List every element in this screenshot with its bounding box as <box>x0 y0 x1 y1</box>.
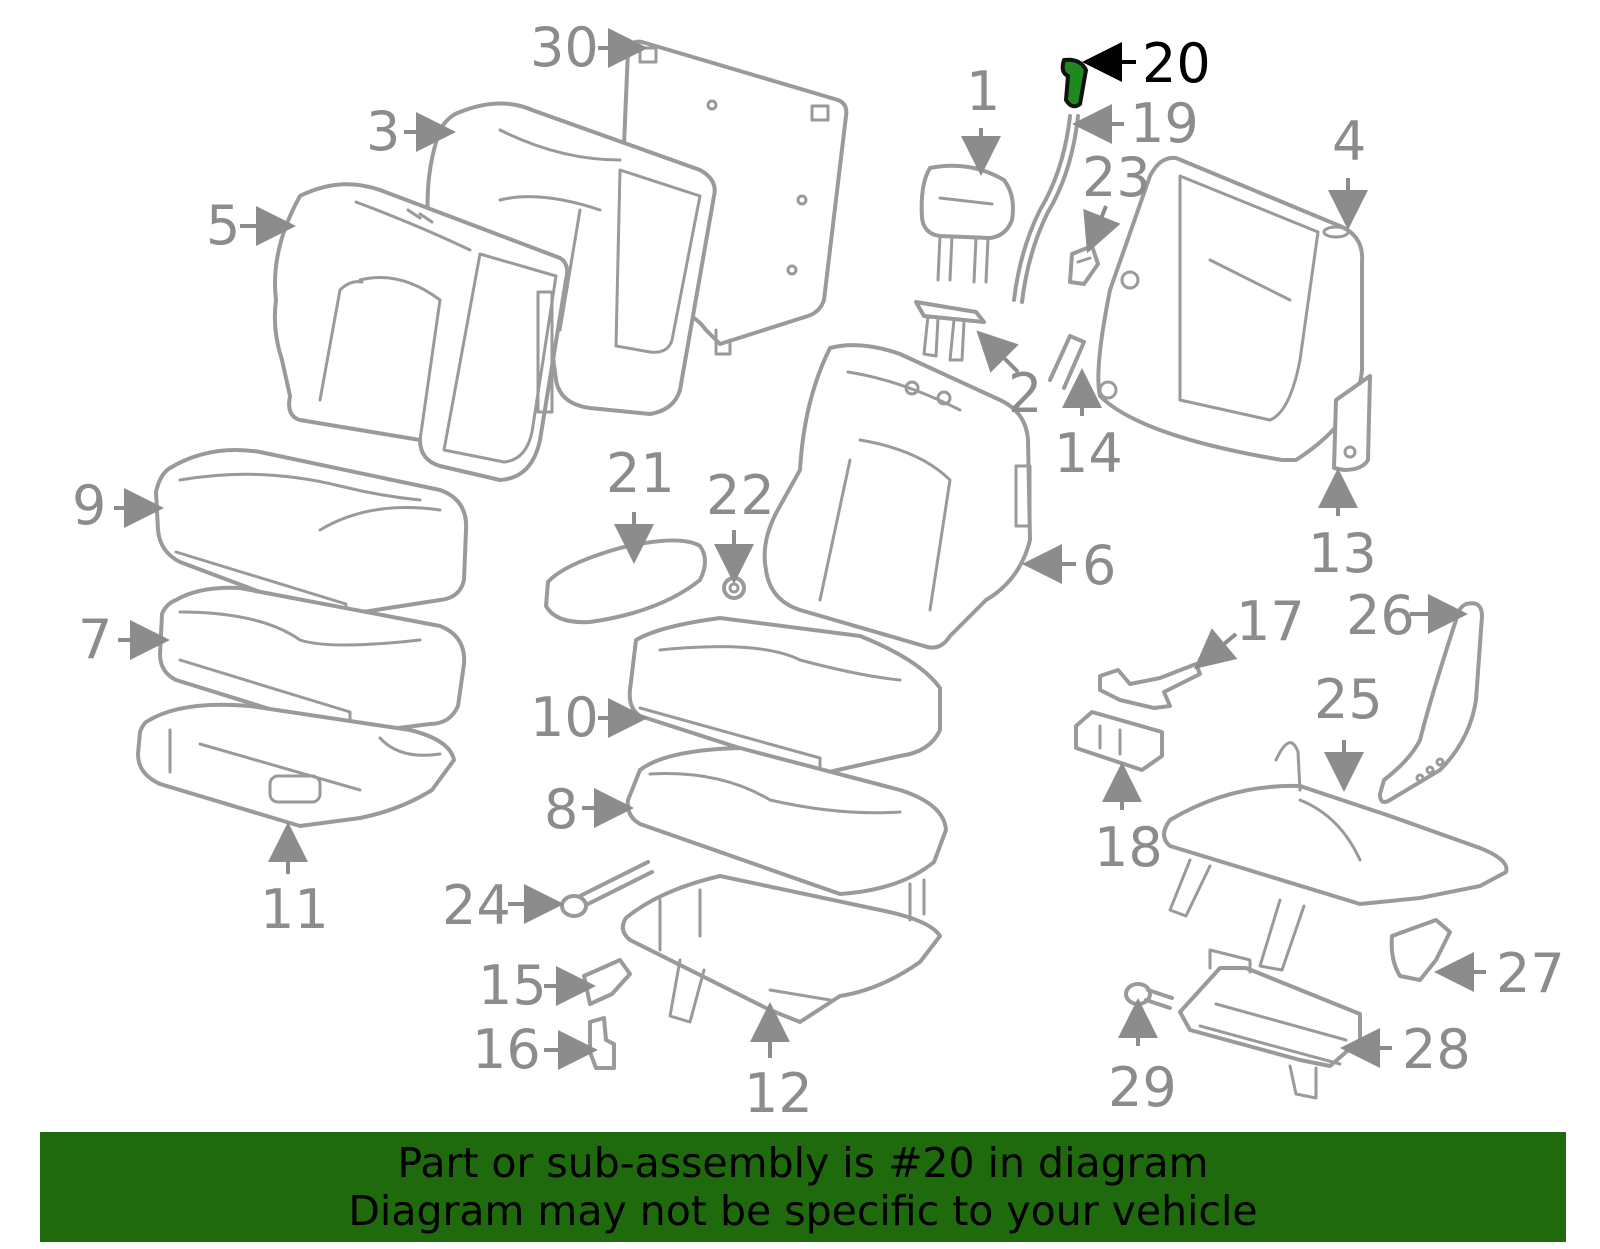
part-9-cushion-pad <box>154 448 469 624</box>
callout-18: 18 <box>1094 816 1163 879</box>
part-12-seat-frame <box>620 874 942 1024</box>
callout-16: 16 <box>472 1018 541 1081</box>
part-8-cushion <box>625 746 948 896</box>
part-22-nut <box>722 576 746 600</box>
part-29-bolt <box>1124 982 1174 1010</box>
callout-labels: 30 3 5 9 7 11 1 2 19 20 23 14 4 13 6 21 … <box>72 16 1565 1125</box>
part-25-seat-frame <box>1162 741 1509 972</box>
callout-14: 14 <box>1054 422 1123 485</box>
callout-4: 4 <box>1332 110 1366 173</box>
callout-15: 15 <box>478 954 547 1017</box>
callout-24: 24 <box>442 874 511 937</box>
callout-2: 2 <box>1008 362 1042 425</box>
part-5-seat-back <box>272 182 570 482</box>
callout-17: 17 <box>1236 590 1305 653</box>
part-28-rail <box>1178 948 1362 1100</box>
callout-1: 1 <box>966 60 1000 123</box>
callout-29: 29 <box>1108 1056 1177 1119</box>
callout-19: 19 <box>1130 92 1199 155</box>
callout-9: 9 <box>72 474 106 537</box>
callout-6: 6 <box>1082 534 1116 597</box>
callout-5: 5 <box>206 194 240 257</box>
part-17-lever <box>1098 662 1202 710</box>
part-16-clip <box>588 1016 616 1070</box>
part-19-rod <box>1012 114 1080 304</box>
callout-28: 28 <box>1402 1018 1471 1081</box>
callout-10: 10 <box>530 686 599 749</box>
part-1-headrest <box>919 163 1015 284</box>
part-14-hook <box>1048 334 1086 390</box>
part-23-bushing <box>1068 244 1100 286</box>
banner-line-disclaimer: Diagram may not be specific to your vehi… <box>348 1187 1258 1235</box>
part-20-clip-highlighted <box>1060 57 1088 109</box>
part-10-cushion <box>627 616 942 776</box>
callout-8: 8 <box>544 778 578 841</box>
callout-21: 21 <box>606 442 675 505</box>
part-6-seat-back <box>762 343 1032 650</box>
part-24-rod <box>560 860 654 918</box>
callout-20: 20 <box>1142 32 1211 95</box>
callout-23: 23 <box>1082 146 1151 209</box>
callout-3: 3 <box>366 100 400 163</box>
part-4-seat-back <box>1096 155 1365 462</box>
part-27-bracket <box>1389 918 1452 982</box>
part-2-headrest-guide <box>914 300 986 362</box>
callout-11: 11 <box>260 878 329 941</box>
callout-26: 26 <box>1346 584 1415 647</box>
part-11-seat-frame <box>136 702 456 828</box>
part-15-bracket <box>582 958 632 1006</box>
callout-12: 12 <box>744 1062 813 1125</box>
banner-line-part-number: Part or sub-assembly is #20 in diagram <box>397 1139 1209 1187</box>
part-18-housing <box>1074 710 1164 772</box>
callout-27: 27 <box>1496 942 1565 1005</box>
part-13-bracket <box>1332 374 1372 472</box>
callout-13: 13 <box>1308 522 1377 585</box>
callout-7: 7 <box>78 608 112 671</box>
callout-22: 22 <box>706 464 775 527</box>
part-21-armrest <box>544 538 707 625</box>
callout-30: 30 <box>530 16 599 79</box>
leader-lines <box>114 28 1486 1070</box>
callout-25: 25 <box>1314 668 1383 731</box>
info-banner: Part or sub-assembly is #20 in diagram D… <box>40 1132 1566 1242</box>
